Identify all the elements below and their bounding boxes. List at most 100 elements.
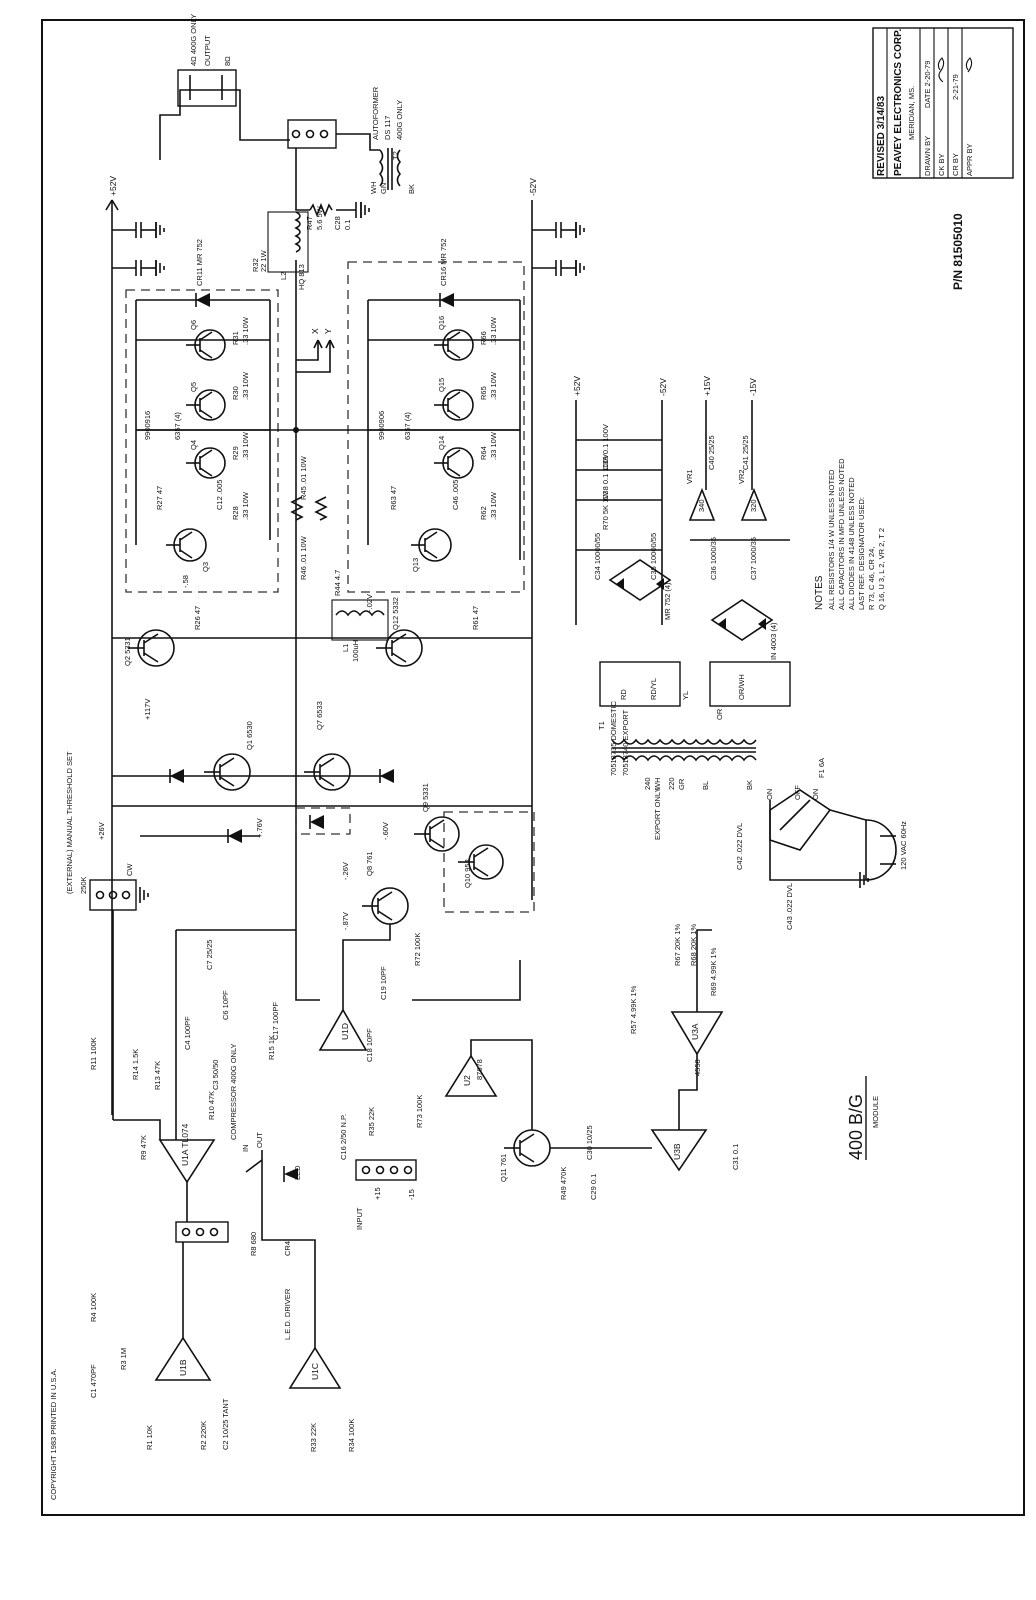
svg-text:-.58: -.58 (181, 575, 190, 588)
svg-text:.33 10W: .33 10W (241, 316, 250, 345)
svg-text:C1 470PF: C1 470PF (89, 1364, 98, 1398)
autoformer-terminal-strip (287, 119, 337, 149)
svg-text:CR11 MR 752: CR11 MR 752 (195, 239, 204, 286)
svg-text:R44 4.7: R44 4.7 (333, 570, 342, 596)
svg-text:+117V: +117V (143, 699, 152, 720)
svg-text:ON: ON (811, 789, 820, 800)
x-output-label: X (310, 328, 320, 334)
svg-text:R2 220K: R2 220K (199, 1421, 208, 1450)
transistor-q5 (186, 389, 226, 421)
svg-text:BK: BK (407, 184, 416, 194)
svg-text:C46 .005: C46 .005 (451, 480, 460, 510)
svg-text:.33 10W: .33 10W (241, 491, 250, 520)
svg-text:R49 470K: R49 470K (559, 1167, 568, 1200)
svg-text:YL: YL (681, 691, 690, 700)
svg-text:0.1: 0.1 (343, 220, 352, 230)
svg-text:GN: GN (379, 183, 388, 194)
transformer-t2 (378, 148, 402, 190)
svg-text:R33 22K: R33 22K (309, 1423, 318, 1452)
svg-text:R67 20K 1%: R67 20K 1% (673, 924, 682, 966)
svg-text:R47: R47 (305, 216, 314, 230)
resistor-r47 (309, 202, 333, 218)
cr-date: 2-21-79 (951, 74, 960, 100)
autoformer-note: 400G ONLY (395, 100, 404, 140)
power-stage-upper: CR11 MR 752 Q6 Q5 Q4 Q3 R31 R30 R29 R28 … (125, 239, 279, 593)
svg-text:L2: L2 (279, 272, 288, 280)
opamp-u1b (154, 1336, 212, 1381)
transistor-q15 (434, 389, 474, 421)
upper-output-box (125, 289, 279, 593)
svg-text:Q2 5331: Q2 5331 (123, 637, 132, 666)
svg-text:Q5: Q5 (189, 382, 198, 392)
transistor-q16 (434, 329, 474, 361)
part-number: P/N 81505010 (951, 213, 965, 290)
svg-text:U1D: U1D (340, 1023, 350, 1040)
svg-text:R14 1.5K: R14 1.5K (131, 1049, 140, 1080)
led-driver-label: L.E.D. DRIVER (283, 1288, 292, 1340)
svg-text:-52V: -52V (528, 178, 538, 196)
svg-text:Q14: Q14 (437, 436, 446, 450)
regulator-vr1 (688, 487, 716, 521)
svg-text:+.76V: +.76V (255, 818, 264, 838)
svg-text:+52V: +52V (108, 176, 118, 196)
capacitor-c27 (532, 260, 577, 276)
svg-text:R69 4.99K 1%: R69 4.99K 1% (709, 947, 718, 996)
svg-text:R57 4.99K 1%: R57 4.99K 1% (629, 985, 638, 1034)
svg-text:C35 10000/55: C35 10000/55 (649, 533, 658, 580)
svg-text:WH: WH (369, 182, 378, 195)
output-8ohm-label: 8Ω (223, 56, 232, 66)
svg-text:C19 10PF: C19 10PF (379, 966, 388, 1000)
svg-text:R73 100K: R73 100K (415, 1095, 424, 1128)
output-4ohm-label: 4Ω 400G ONLY (189, 14, 198, 66)
svg-text:C43 .022 DVL: C43 .022 DVL (785, 883, 794, 930)
svg-text:U1A TL074: U1A TL074 (180, 1123, 190, 1166)
opamp-u1a (158, 1139, 216, 1184)
svg-text:+15V: +15V (702, 376, 712, 396)
svg-text:R1 10K: R1 10K (145, 1425, 154, 1450)
autoformer-subtitle: DS 117 (383, 116, 392, 140)
svg-text:LAST REF. DESIGNATOR USED:: LAST REF. DESIGNATOR USED: (857, 497, 866, 610)
svg-text:Q16: Q16 (437, 316, 446, 330)
sheet-border (41, 19, 1025, 1516)
svg-text:C16 2/50 N.P.: C16 2/50 N.P. (339, 1114, 348, 1160)
title-block: REVISED 3/14/83 PEAVEY ELECTRONICS CORP.… (872, 27, 1014, 179)
svg-text:-15V: -15V (748, 378, 758, 396)
svg-text:R68 20K 1%: R68 20K 1% (689, 924, 698, 966)
svg-text:F1 6A: F1 6A (817, 758, 826, 778)
svg-text:C3 50/50: C3 50/50 (211, 1060, 220, 1090)
transistor-q9 (414, 816, 460, 852)
svg-text:R3 1M: R3 1M (119, 1348, 128, 1370)
svg-text:70518740 EXPORT: 70518740 EXPORT (621, 709, 630, 776)
notes-heading: NOTES (814, 575, 825, 610)
svg-text:-.60V: -.60V (381, 822, 390, 840)
module-subtitle: MODULE (871, 1096, 880, 1128)
svg-text:R34 100K: R34 100K (347, 1419, 356, 1452)
ck-by: CK BY (937, 153, 946, 176)
opamp-u1c (288, 1346, 342, 1389)
company-name: PEAVEY ELECTRONICS CORP. (893, 29, 904, 176)
svg-text:Q9 5331: Q9 5331 (421, 783, 430, 812)
svg-text:BL: BL (701, 781, 710, 790)
svg-text:ALL CAPACITORS IN MFD UNLESS N: ALL CAPACITORS IN MFD UNLESS NOTED (837, 458, 846, 610)
svg-text:L1: L1 (341, 644, 350, 652)
svg-text:R30: R30 (231, 386, 240, 400)
svg-text:+26V: +26V (97, 822, 106, 840)
bias-box (443, 811, 535, 913)
upper-quantity: 6357 (4) (173, 412, 182, 440)
power-supply: +52V -52V C39 0.1 100V C38 0.1 100V R70 … (572, 376, 908, 930)
transistor-q12 (376, 629, 423, 667)
svg-text:R28: R28 (231, 506, 240, 520)
svg-text:R 73, C 46, CR 24,: R 73, C 46, CR 24, (867, 547, 876, 610)
transformer-t1 (599, 661, 791, 762)
svg-text:+15: +15 (373, 1187, 382, 1200)
ground-symbols (139, 202, 869, 903)
svg-text:R61 47: R61 47 (471, 606, 480, 630)
output-section: OUTPUT 4Ω 400G ONLY 8Ω AUTOFORMER DS 117… (159, 14, 416, 870)
svg-text:C7 25/25: C7 25/25 (205, 940, 214, 970)
led-indicator (283, 1166, 298, 1182)
svg-text:ALL DIODES IN 4148 UNLESS NOTE: ALL DIODES IN 4148 UNLESS NOTED (847, 477, 856, 610)
svg-text:250K: 250K (79, 876, 88, 894)
resistors-r45-r46: R45 .01 10W R46 .01 10W (290, 455, 328, 580)
transistor-q14 (434, 447, 474, 479)
svg-text:HQ 813: HQ 813 (297, 264, 306, 290)
